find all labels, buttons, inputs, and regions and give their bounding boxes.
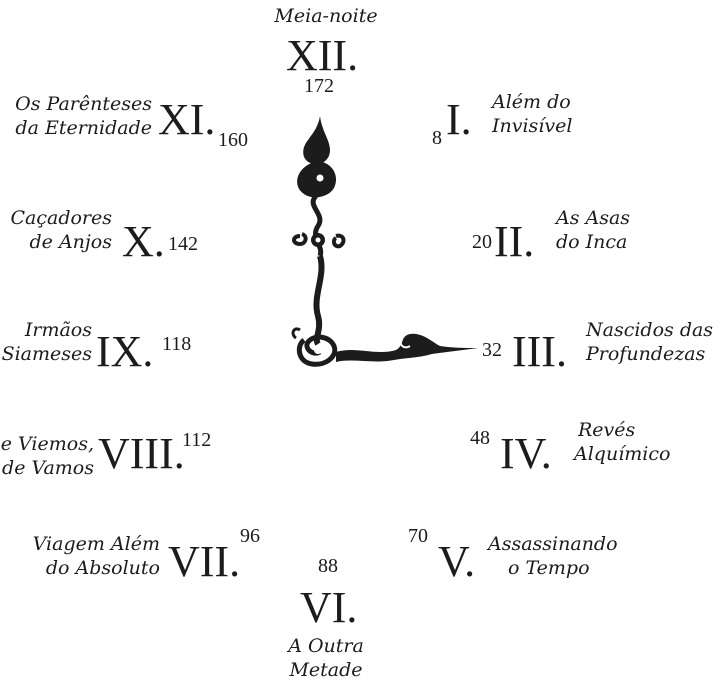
chapter-title: Assassinando o Tempo — [488, 533, 618, 579]
roman-numeral: XI. — [158, 95, 216, 144]
page-number: 32 — [482, 339, 502, 361]
chapter-title: Viagem Além do Absoluto — [32, 533, 160, 579]
chapter-title: Irmãos Siameses — [1, 319, 92, 365]
page-number: 88 — [318, 555, 338, 577]
chapter-title: Caçadores de Anjos — [10, 207, 112, 253]
page-number: 96 — [240, 525, 260, 547]
chapter-title: Os Parênteses da Eternidade — [15, 93, 152, 139]
chapter-title: Revés Alquímico — [574, 419, 671, 465]
chapter-title: Além do Invisível — [492, 91, 573, 137]
roman-numeral: VIII. — [98, 429, 185, 478]
page-number: 8 — [432, 127, 442, 149]
page-number: 112 — [182, 429, 212, 451]
page-number: 160 — [218, 129, 248, 151]
chapter-title: Nascidos das Profundezas — [586, 319, 714, 365]
roman-numeral: VI. — [300, 583, 358, 632]
page-number: 20 — [472, 231, 492, 253]
chapter-title: As Asas do Inca — [556, 207, 631, 253]
roman-numeral: IX. — [96, 327, 154, 376]
chapter-title: A Outra Metade — [288, 635, 364, 681]
page-number: 70 — [408, 525, 428, 547]
page-number: 142 — [168, 233, 198, 255]
page-number: 48 — [470, 427, 490, 449]
roman-numeral: V. — [438, 537, 476, 586]
roman-numeral: XII. — [286, 31, 359, 80]
roman-numeral: VII. — [168, 537, 241, 586]
roman-numeral: II. — [494, 217, 535, 266]
roman-numeral: III. — [512, 327, 567, 376]
roman-numeral: X. — [122, 217, 165, 266]
page-number: 172 — [304, 75, 334, 97]
roman-numeral: I. — [446, 95, 472, 144]
chapter-title: e Viemos, de Vamos — [0, 433, 94, 479]
roman-numeral: IV. — [500, 429, 552, 478]
page-number: 118 — [162, 333, 192, 355]
chapter-title: Meia-noite — [274, 5, 378, 27]
